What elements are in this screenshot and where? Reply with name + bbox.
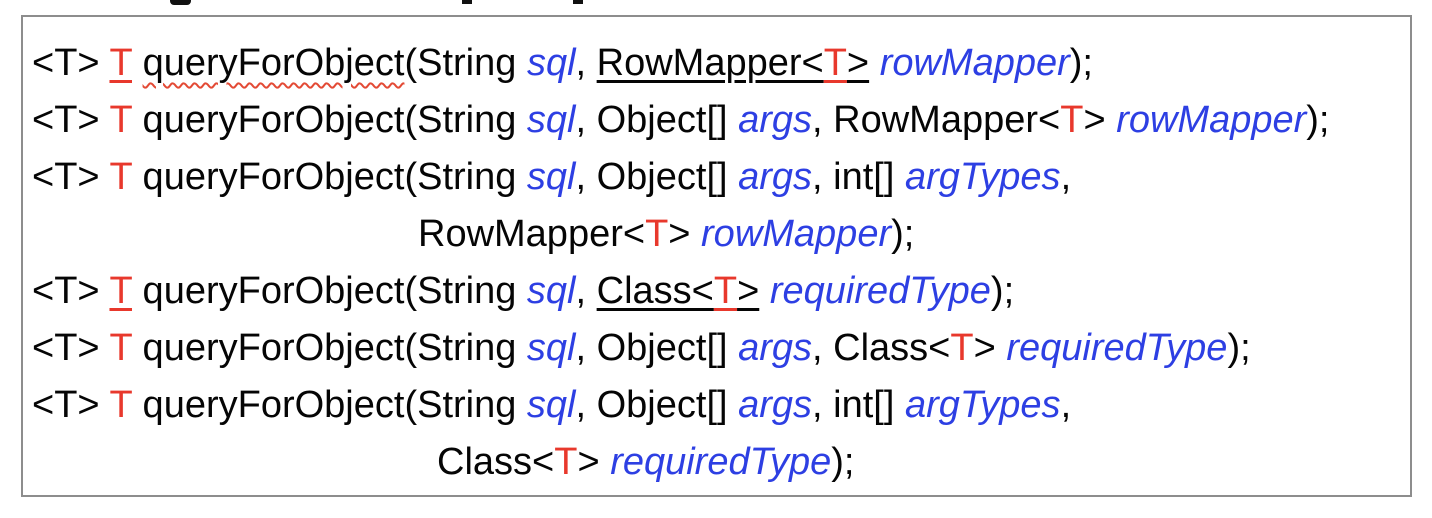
code-segment: >: [668, 213, 702, 255]
code-segment: Class<: [596, 270, 714, 312]
code-segment: sql: [526, 42, 576, 84]
code-segment: args: [738, 99, 813, 141]
code-segment: requiredType: [610, 441, 832, 483]
code-segment: <T>: [32, 99, 110, 141]
code-segment: , Object[]: [575, 99, 739, 141]
code-segment: [132, 42, 143, 84]
code-segment: >: [1083, 99, 1117, 141]
code-segment: ,: [575, 270, 597, 312]
code-segment: queryForObject(String: [132, 384, 527, 426]
code-segment: , Object[]: [575, 327, 739, 369]
code-segment: args: [738, 327, 813, 369]
code-line: RowMapper<T> rowMapper);: [32, 206, 1404, 263]
code-segment: );: [831, 441, 855, 483]
code-segment: <T>: [32, 156, 110, 198]
clipped-heading-fragment: [462, 0, 472, 4]
code-segment: T: [645, 213, 669, 255]
clipped-heading-fragment: [170, 0, 191, 5]
code-segment: requiredType: [769, 270, 991, 312]
code-segment: T: [109, 42, 132, 84]
code-segment: T: [554, 441, 578, 483]
code-segment: requiredType: [1006, 327, 1228, 369]
clipped-heading-fragment: [573, 0, 583, 4]
code-segment: );: [1069, 42, 1093, 84]
code-segment: T: [109, 99, 132, 141]
code-segment: <T>: [32, 384, 110, 426]
code-segment: >: [737, 270, 760, 312]
code-segment: queryForObject(String: [132, 99, 527, 141]
code-segment: >: [973, 327, 1007, 369]
code-segment: queryForObject(String: [132, 156, 527, 198]
code-segment: argTypes: [904, 156, 1061, 198]
code-segment: sql: [526, 99, 576, 141]
code-segment: queryForObject(String: [132, 327, 527, 369]
code-line: <T> T queryForObject(String sql, Object[…: [32, 149, 1404, 206]
code-segment: T: [823, 42, 847, 84]
code-segment: );: [1306, 99, 1330, 141]
code-segment: T: [109, 384, 132, 426]
code-segment: ,: [575, 42, 597, 84]
code-segment: >: [577, 441, 611, 483]
code-segment: Class<: [437, 441, 555, 483]
code-segment: ,: [1060, 156, 1072, 198]
code-segment: [869, 42, 880, 84]
code-segment: , int[]: [812, 384, 905, 426]
code-segment: queryForObject: [142, 42, 405, 84]
code-segment: RowMapper<: [418, 213, 646, 255]
code-segment: args: [738, 384, 813, 426]
code-segment: T: [109, 270, 132, 312]
code-segment: , Class<: [812, 327, 951, 369]
code-segment: >: [846, 42, 870, 84]
code-segment: queryForObject(String: [132, 270, 527, 312]
code-segment: , int[]: [812, 156, 905, 198]
code-segment: [759, 270, 770, 312]
code-line: <T> T queryForObject(String sql, Object[…: [32, 92, 1404, 149]
code-segment: sql: [526, 156, 576, 198]
code-segment: ,: [1060, 384, 1072, 426]
code-segment: sql: [526, 270, 576, 312]
code-segment: sql: [526, 384, 576, 426]
code-segment: <T>: [32, 42, 110, 84]
code-segment: );: [1227, 327, 1251, 369]
code-segment: , Object[]: [575, 156, 739, 198]
code-segment: T: [713, 270, 738, 312]
code-segment: (String: [404, 42, 527, 84]
code-segment: RowMapper<: [596, 42, 824, 84]
code-segment: , Object[]: [575, 384, 739, 426]
code-segment: T: [109, 156, 132, 198]
code-segment: T: [1060, 99, 1084, 141]
code-segment: <T>: [32, 327, 110, 369]
code-line: <T> T queryForObject(String sql, Object[…: [32, 320, 1404, 377]
code-segment: argTypes: [904, 384, 1061, 426]
code-segment: sql: [526, 327, 576, 369]
code-segment: T: [950, 327, 974, 369]
code-segment: );: [990, 270, 1015, 312]
code-line: <T> T queryForObject(String sql, Object[…: [32, 377, 1404, 434]
code-segment: rowMapper: [1116, 99, 1307, 141]
code-segment: );: [891, 213, 915, 255]
code-segment: , RowMapper<: [812, 99, 1061, 141]
code-line: <T> T queryForObject(String sql, RowMapp…: [32, 35, 1404, 92]
code-line: <T> T queryForObject(String sql, Class<T…: [32, 263, 1404, 320]
code-segment: rowMapper: [879, 42, 1070, 84]
method-signatures-box: <T> T queryForObject(String sql, RowMapp…: [21, 15, 1412, 497]
code-segment: T: [109, 327, 132, 369]
code-segment: <T>: [32, 270, 110, 312]
code-line: Class<T> requiredType);: [32, 434, 1404, 491]
code-segment: args: [738, 156, 813, 198]
code-segment: rowMapper: [701, 213, 892, 255]
